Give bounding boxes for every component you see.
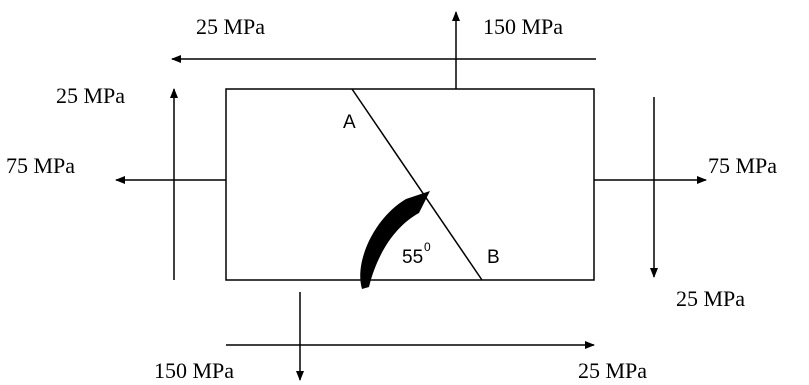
- bottom-normal-label: 150 MPa: [154, 358, 234, 383]
- angle-arc-arrow: [360, 191, 430, 289]
- point-b-label: B: [487, 247, 500, 268]
- bottom-shear-label: 25 MPa: [578, 358, 647, 383]
- top-shear-label: 25 MPa: [196, 14, 265, 39]
- angle-degree-superscript: 0: [424, 240, 431, 254]
- left-normal-label: 75 MPa: [6, 153, 75, 178]
- right-normal-label: 75 MPa: [708, 153, 777, 178]
- stress-element: [225, 88, 595, 281]
- right-shear-label: 25 MPa: [676, 286, 745, 311]
- inclined-plane-line: [351, 88, 483, 281]
- point-a-label: A: [343, 112, 356, 133]
- angle-value-label: 55: [402, 247, 423, 268]
- left-shear-label: 25 MPa: [56, 83, 125, 108]
- top-normal-label: 150 MPa: [483, 14, 563, 39]
